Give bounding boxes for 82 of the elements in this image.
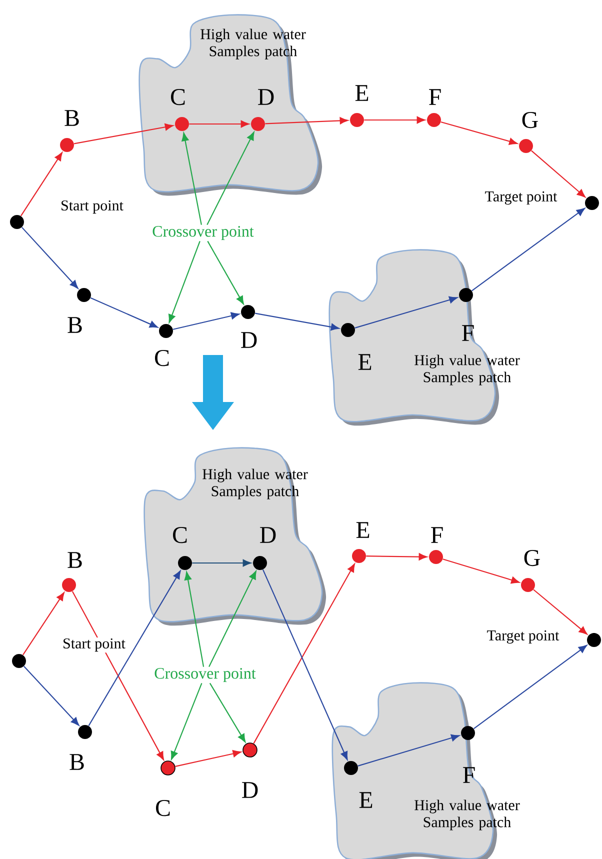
- waypoint-dot: [159, 324, 173, 338]
- point-letter: D: [242, 782, 258, 798]
- arrow: [209, 682, 246, 742]
- waypoint-dot: [160, 760, 176, 776]
- point-letter: C: [154, 350, 169, 366]
- arrow: [90, 297, 158, 328]
- arrow: [364, 116, 426, 124]
- waypoint-dot: [77, 288, 91, 302]
- arrow: [206, 132, 254, 226]
- arrow: [192, 559, 252, 567]
- arrow: [262, 569, 348, 760]
- point-letter: F: [431, 527, 443, 543]
- waypoint-dot: [585, 196, 599, 210]
- point-letter: C: [156, 800, 170, 816]
- waypoint-dot: [344, 761, 358, 775]
- point-letter: D: [260, 527, 276, 543]
- waypoint-dot: [352, 549, 366, 563]
- arrow: [531, 150, 586, 198]
- arrow: [21, 226, 78, 289]
- arrow: [366, 553, 428, 560]
- point-letter: E: [356, 522, 370, 538]
- point-letter: G: [522, 112, 538, 128]
- arrow: [358, 734, 460, 766]
- point-letter: B: [68, 317, 82, 333]
- waypoint-dot: [60, 138, 74, 152]
- point-letter: E: [359, 792, 372, 808]
- point-letter: B: [64, 110, 79, 126]
- arrow: [442, 558, 520, 584]
- arrow: [254, 312, 340, 331]
- waypoint-dot: [241, 305, 255, 319]
- arrow: [175, 750, 242, 767]
- point-letter: G: [524, 550, 540, 566]
- point-label: Target point: [486, 629, 560, 645]
- waypoint-dot: [10, 215, 24, 229]
- arrow: [207, 240, 244, 304]
- arrow: [24, 666, 80, 726]
- arrow: [440, 121, 518, 145]
- point-label: Start point: [62, 637, 126, 653]
- arrow: [189, 120, 250, 128]
- waypoint-dot: [341, 323, 355, 337]
- waypoint-dot: [253, 556, 267, 570]
- point-letter: F: [429, 89, 441, 105]
- arrow: [184, 572, 204, 667]
- arrow: [182, 132, 202, 225]
- waypoint-dot: [461, 726, 475, 740]
- point-letter: D: [241, 332, 257, 348]
- arrow: [170, 683, 202, 760]
- waypoint-dot: [521, 578, 535, 592]
- arrow: [20, 152, 62, 216]
- point-letter: C: [170, 88, 185, 106]
- arrow: [74, 124, 174, 144]
- waypoint-dot: [178, 556, 192, 570]
- arrow: [72, 591, 164, 760]
- point-letter: F: [462, 325, 474, 341]
- waypoint-dot: [62, 578, 76, 592]
- crossover-label: Crossover point: [152, 226, 254, 240]
- arrow: [22, 592, 64, 656]
- waypoint-dot: [78, 725, 92, 739]
- point-label: Start point: [60, 199, 124, 215]
- arrow: [168, 241, 200, 323]
- waypoint-dot: [587, 633, 601, 647]
- arrow: [88, 570, 181, 726]
- arrow: [265, 117, 348, 124]
- point-letter: E: [355, 85, 368, 101]
- arrow: [208, 570, 256, 668]
- point-letter: E: [358, 354, 372, 370]
- waypoint-dot: [519, 139, 533, 153]
- point-letter: B: [68, 552, 82, 568]
- point-letter: D: [258, 89, 274, 105]
- point-letter: B: [70, 754, 84, 770]
- waypoint-dot: [12, 654, 26, 668]
- arrow: [253, 564, 355, 744]
- arrow: [354, 296, 458, 328]
- point-letter: C: [172, 526, 187, 544]
- point-letter: F: [463, 767, 475, 783]
- arrow: [533, 589, 588, 635]
- waypoint-dot: [459, 288, 473, 302]
- arrow: [471, 208, 585, 292]
- arrow: [473, 645, 588, 730]
- crossover-label: Crossover point: [154, 668, 256, 682]
- arrow: [172, 312, 240, 330]
- point-label: Target point: [484, 190, 558, 206]
